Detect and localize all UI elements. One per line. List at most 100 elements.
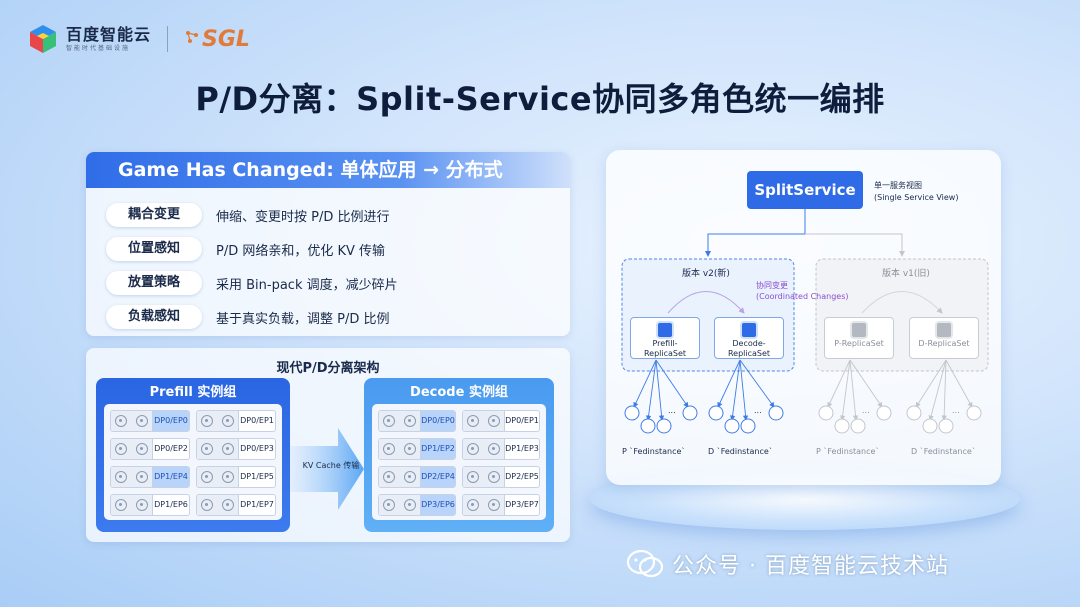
v2-fanout <box>633 359 775 421</box>
rs-label: P-ReplicaSet <box>834 339 884 348</box>
fan-icon <box>201 415 214 427</box>
fan-icon <box>221 499 234 511</box>
gpu-fan-icon <box>197 467 239 487</box>
gpu-label: DP1/EP6 <box>154 500 188 509</box>
gpu-card: DP1/EP4 <box>110 466 190 488</box>
gpu-fan-icon <box>379 439 421 459</box>
page-title: P/D分离：Split-Service协同多角色统一编排 <box>195 80 885 118</box>
kv-transfer-arrow-icon <box>290 428 364 510</box>
fan-icon <box>135 443 148 455</box>
fan-icon <box>221 415 234 427</box>
header-logo: 百度智能云 智能时代基础设施 SGL <box>28 24 250 54</box>
game-changed-heading: Game Has Changed: 单体应用 → 分布式 <box>86 152 570 188</box>
tag-description: 基于真实负载，调整 P/D 比例 <box>216 311 390 327</box>
baidu-cloud-logo-icon <box>28 24 58 54</box>
gpu-label: DP0/EP1 <box>505 416 539 425</box>
fan-icon <box>403 471 416 483</box>
fan-icon <box>135 471 148 483</box>
gpu-label: DP1/EP2 <box>421 439 455 459</box>
gpu-fan-icon <box>463 495 505 515</box>
gpu-fan-icon <box>463 439 505 459</box>
fan-icon <box>221 443 234 455</box>
fan-icon <box>383 471 396 483</box>
sgl-text: SGL <box>202 26 250 52</box>
watermark: 公众号 · 百度智能云技术站 <box>626 548 949 580</box>
d-fedinstance-label-old: D `Fedinstance` <box>911 447 976 456</box>
fan-icon <box>487 471 500 483</box>
ellipsis: ... <box>668 406 676 415</box>
tag-pill: 放置策略 <box>106 271 202 295</box>
prefill-replicaset-node: Prefill- ReplicaSet <box>630 317 700 359</box>
decode-group-title: Decode 实例组 <box>410 385 508 400</box>
split-service-node: SplitService <box>747 171 863 209</box>
kv-cache-label: KV Cache 传输 <box>302 461 360 470</box>
gpu-label: DP2/EP5 <box>505 472 539 481</box>
gpu-fan-icon <box>463 467 505 487</box>
v1-instances <box>818 405 982 434</box>
v1-fanout <box>827 359 973 421</box>
connector-to-v2 <box>705 209 806 257</box>
gpu-label: DP2/EP4 <box>421 467 455 487</box>
fan-icon <box>201 471 214 483</box>
fan-icon <box>487 415 500 427</box>
fan-icon <box>487 443 500 455</box>
gpu-fan-icon <box>111 495 153 515</box>
gpu-card: DP0/EP1 <box>462 410 540 432</box>
gpu-fan-icon <box>111 439 153 459</box>
gpu-card: DP3/EP7 <box>462 494 540 516</box>
ellipsis: ... <box>754 406 762 415</box>
fan-icon <box>201 443 214 455</box>
gpu-card: DP1/EP5 <box>196 466 276 488</box>
gpu-label: DP0/EP3 <box>240 444 274 453</box>
tag-pill: 位置感知 <box>106 237 202 261</box>
rs-label: D-ReplicaSet <box>918 339 970 348</box>
split-service-card: SplitService 单一服务视图 (Single Service View… <box>606 150 1001 485</box>
gpu-card: DP1/EP6 <box>110 494 190 516</box>
fan-icon <box>115 471 128 483</box>
wechat-icon <box>626 549 664 579</box>
logo-divider <box>167 26 169 52</box>
gpu-label: DP0/EP0 <box>421 411 455 431</box>
fan-icon <box>403 499 416 511</box>
fan-icon <box>487 499 500 511</box>
gpu-fan-icon <box>197 411 239 431</box>
gpu-label: DP0/EP0 <box>153 411 189 431</box>
gpu-label: DP3/EP6 <box>421 495 455 515</box>
coordinated-arc-v2 <box>667 291 745 314</box>
d-replicaset-node: D-ReplicaSet <box>909 317 979 359</box>
tag-pill: 负载感知 <box>106 305 202 329</box>
game-changed-list: 耦合变更 伸缩、变更时按 P/D 比例进行 位置感知 P/D 网络亲和，优化 K… <box>86 188 570 334</box>
p-replicaset-node: P-ReplicaSet <box>824 317 894 359</box>
fan-icon <box>467 443 480 455</box>
fan-icon <box>403 443 416 455</box>
rs-label-1: Decode- <box>732 339 766 348</box>
list-item: 负载感知 基于真实负载，调整 P/D 比例 <box>106 300 570 334</box>
gpu-fan-icon <box>463 411 505 431</box>
gpu-label: DP0/EP2 <box>154 444 188 453</box>
gpu-card: DP2/EP5 <box>462 466 540 488</box>
single-service-view-note: 单一服务视图 (Single Service View) <box>874 180 958 204</box>
tag-pill: 耦合变更 <box>106 203 202 227</box>
note-line-2: (Single Service View) <box>874 193 959 202</box>
gpu-fan-icon <box>197 495 239 515</box>
coordinated-arc-v1 <box>861 291 943 314</box>
rs-label-1: Prefill- <box>652 339 678 348</box>
d-fedinstance-label: D `Fedinstance` <box>708 447 773 456</box>
gpu-fan-icon <box>379 467 421 487</box>
fan-icon <box>467 471 480 483</box>
prefill-group-title: Prefill 实例组 <box>149 385 237 400</box>
decode-replicaset-node: Decode- ReplicaSet <box>714 317 784 359</box>
ellipsis: ... <box>952 406 960 415</box>
version-v1-label: 版本 v1(旧) <box>882 269 930 279</box>
chip-icon <box>937 323 951 337</box>
coord-line-1: 协同变更 <box>756 281 788 290</box>
gpu-card: DP0/EP1 <box>196 410 276 432</box>
fan-icon <box>135 415 148 427</box>
fan-icon <box>467 415 480 427</box>
gpu-card: DP3/EP6 <box>378 494 456 516</box>
fan-icon <box>135 499 148 511</box>
logo-name: 百度智能云 <box>66 24 152 44</box>
